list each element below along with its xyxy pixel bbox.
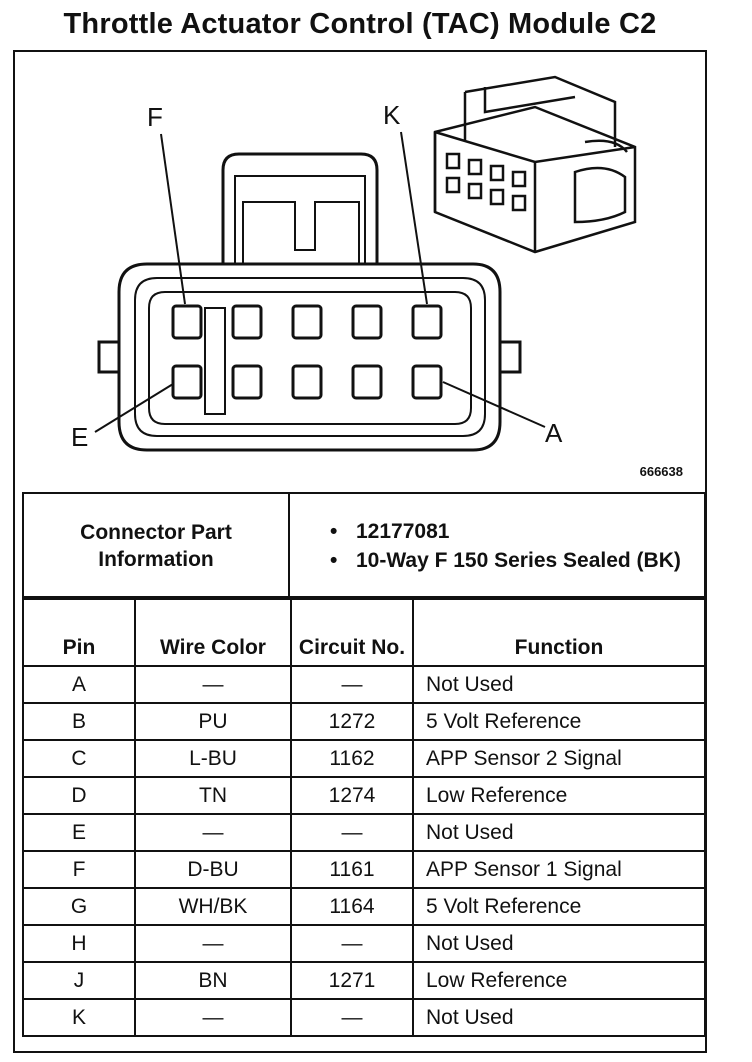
wire-color-cell: — xyxy=(134,813,292,852)
circuit-cell: 1161 xyxy=(290,850,414,889)
pin-cell: H xyxy=(22,924,136,963)
pin-cell: G xyxy=(22,887,136,926)
table-row: A — — Not Used xyxy=(22,665,706,704)
circuit-cell: 1274 xyxy=(290,776,414,815)
circuit-cell: 1271 xyxy=(290,961,414,1000)
pin-cell: B xyxy=(22,702,136,741)
circuit-cell: 1162 xyxy=(290,739,414,778)
figure-number: 666638 xyxy=(639,464,683,479)
pin-e-label: E xyxy=(71,422,89,452)
circuit-cell: — xyxy=(290,665,414,704)
pin-cell: C xyxy=(22,739,136,778)
function-cell: APP Sensor 1 Signal xyxy=(412,850,706,889)
circuit-cell: 1164 xyxy=(290,887,414,926)
circuit-cell: — xyxy=(290,998,414,1037)
wire-color-cell: TN xyxy=(134,776,292,815)
wire-color-cell: — xyxy=(134,998,292,1037)
wire-color-cell: BN xyxy=(134,961,292,1000)
table-row: H — — Not Used xyxy=(22,924,706,963)
table-row: B PU 1272 5 Volt Reference xyxy=(22,702,706,741)
connector-face-drawing xyxy=(94,75,637,452)
function-cell: Low Reference xyxy=(412,776,706,815)
connector-info-values: 12177081 10-Way F 150 Series Sealed (BK) xyxy=(288,492,706,600)
table-row: G WH/BK 1164 5 Volt Reference xyxy=(22,887,706,926)
pin-f-label: F xyxy=(147,102,163,132)
connector-info-header: Connector Part Information xyxy=(22,492,290,600)
pin-table: Pin Wire Color Circuit No. Function A — … xyxy=(22,596,706,1037)
connector-diagram: F K E A 666638 xyxy=(15,52,705,492)
table-row: C L-BU 1162 APP Sensor 2 Signal xyxy=(22,739,706,778)
pin-cell: A xyxy=(22,665,136,704)
wire-color-cell: PU xyxy=(134,702,292,741)
pin-cell: K xyxy=(22,998,136,1037)
pin-cell: F xyxy=(22,850,136,889)
wire-color-cell: — xyxy=(134,924,292,963)
function-cell: Not Used xyxy=(412,924,706,963)
connector-description: 10-Way F 150 Series Sealed (BK) xyxy=(330,546,703,575)
connector-info-table: Connector Part Information 12177081 10-W… xyxy=(22,492,706,600)
col-header-wire-color: Wire Color xyxy=(134,596,292,667)
circuit-cell: — xyxy=(290,813,414,852)
function-cell: 5 Volt Reference xyxy=(412,702,706,741)
wire-color-cell: D-BU xyxy=(134,850,292,889)
function-cell: 5 Volt Reference xyxy=(412,887,706,926)
connector-part-number: 12177081 xyxy=(330,517,703,546)
pin-cell: E xyxy=(22,813,136,852)
circuit-cell: — xyxy=(290,924,414,963)
pin-cell: J xyxy=(22,961,136,1000)
col-header-pin: Pin xyxy=(22,596,136,667)
function-cell: APP Sensor 2 Signal xyxy=(412,739,706,778)
table-row: K — — Not Used xyxy=(22,998,706,1037)
function-cell: Not Used xyxy=(412,998,706,1037)
table-row: F D-BU 1161 APP Sensor 1 Signal xyxy=(22,850,706,889)
wire-color-cell: L-BU xyxy=(134,739,292,778)
table-row: E — — Not Used xyxy=(22,813,706,852)
wire-color-cell: WH/BK xyxy=(134,887,292,926)
col-header-circuit: Circuit No. xyxy=(290,596,414,667)
circuit-cell: 1272 xyxy=(290,702,414,741)
pin-cell: D xyxy=(22,776,136,815)
table-row: D TN 1274 Low Reference xyxy=(22,776,706,815)
function-cell: Not Used xyxy=(412,813,706,852)
function-cell: Not Used xyxy=(412,665,706,704)
col-header-function: Function xyxy=(412,596,706,667)
function-cell: Low Reference xyxy=(412,961,706,1000)
page-title: Throttle Actuator Control (TAC) Module C… xyxy=(63,8,657,40)
pin-a-label: A xyxy=(545,418,563,448)
table-row: J BN 1271 Low Reference xyxy=(22,961,706,1000)
pin-k-label: K xyxy=(383,100,401,130)
outer-frame xyxy=(13,50,707,1053)
wire-color-cell: — xyxy=(134,665,292,704)
